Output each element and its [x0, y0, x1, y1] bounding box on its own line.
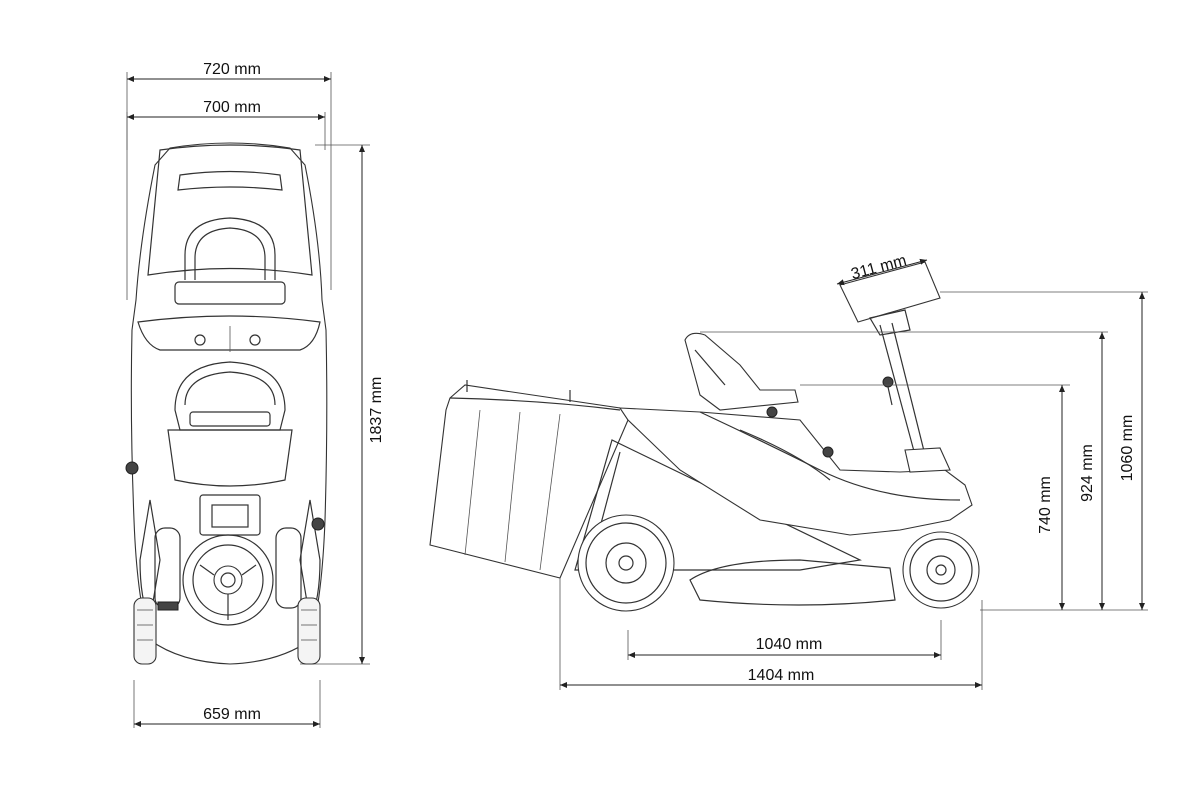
dim-overall-height: 1060 mm: [1119, 415, 1136, 482]
dim-top-width-body: 700 mm: [203, 99, 261, 116]
mower-body: [618, 407, 973, 536]
dim-steering-height: 924 mm: [1079, 444, 1096, 502]
side-view: 311 mm 1040 mm 1404 mm 740 mm 924 mm 106…: [429, 252, 1148, 690]
top-view-body: [130, 142, 328, 665]
dim-top-length: 1837 mm: [368, 377, 385, 444]
rear-wheel: [577, 514, 675, 612]
grass-collector: [429, 384, 629, 579]
front-wheel: [902, 531, 980, 609]
seat: [684, 332, 799, 411]
dim-seat-height: 740 mm: [1037, 476, 1054, 534]
dim-track-width: 659 mm: [203, 706, 261, 723]
dim-overall-length: 1404 mm: [748, 667, 815, 684]
dim-wheelbase: 1040 mm: [756, 636, 823, 653]
dim-top-width-overall: 720 mm: [203, 61, 261, 78]
top-view: 720 mm 700 mm 1837 mm 659 mm: [125, 61, 385, 728]
